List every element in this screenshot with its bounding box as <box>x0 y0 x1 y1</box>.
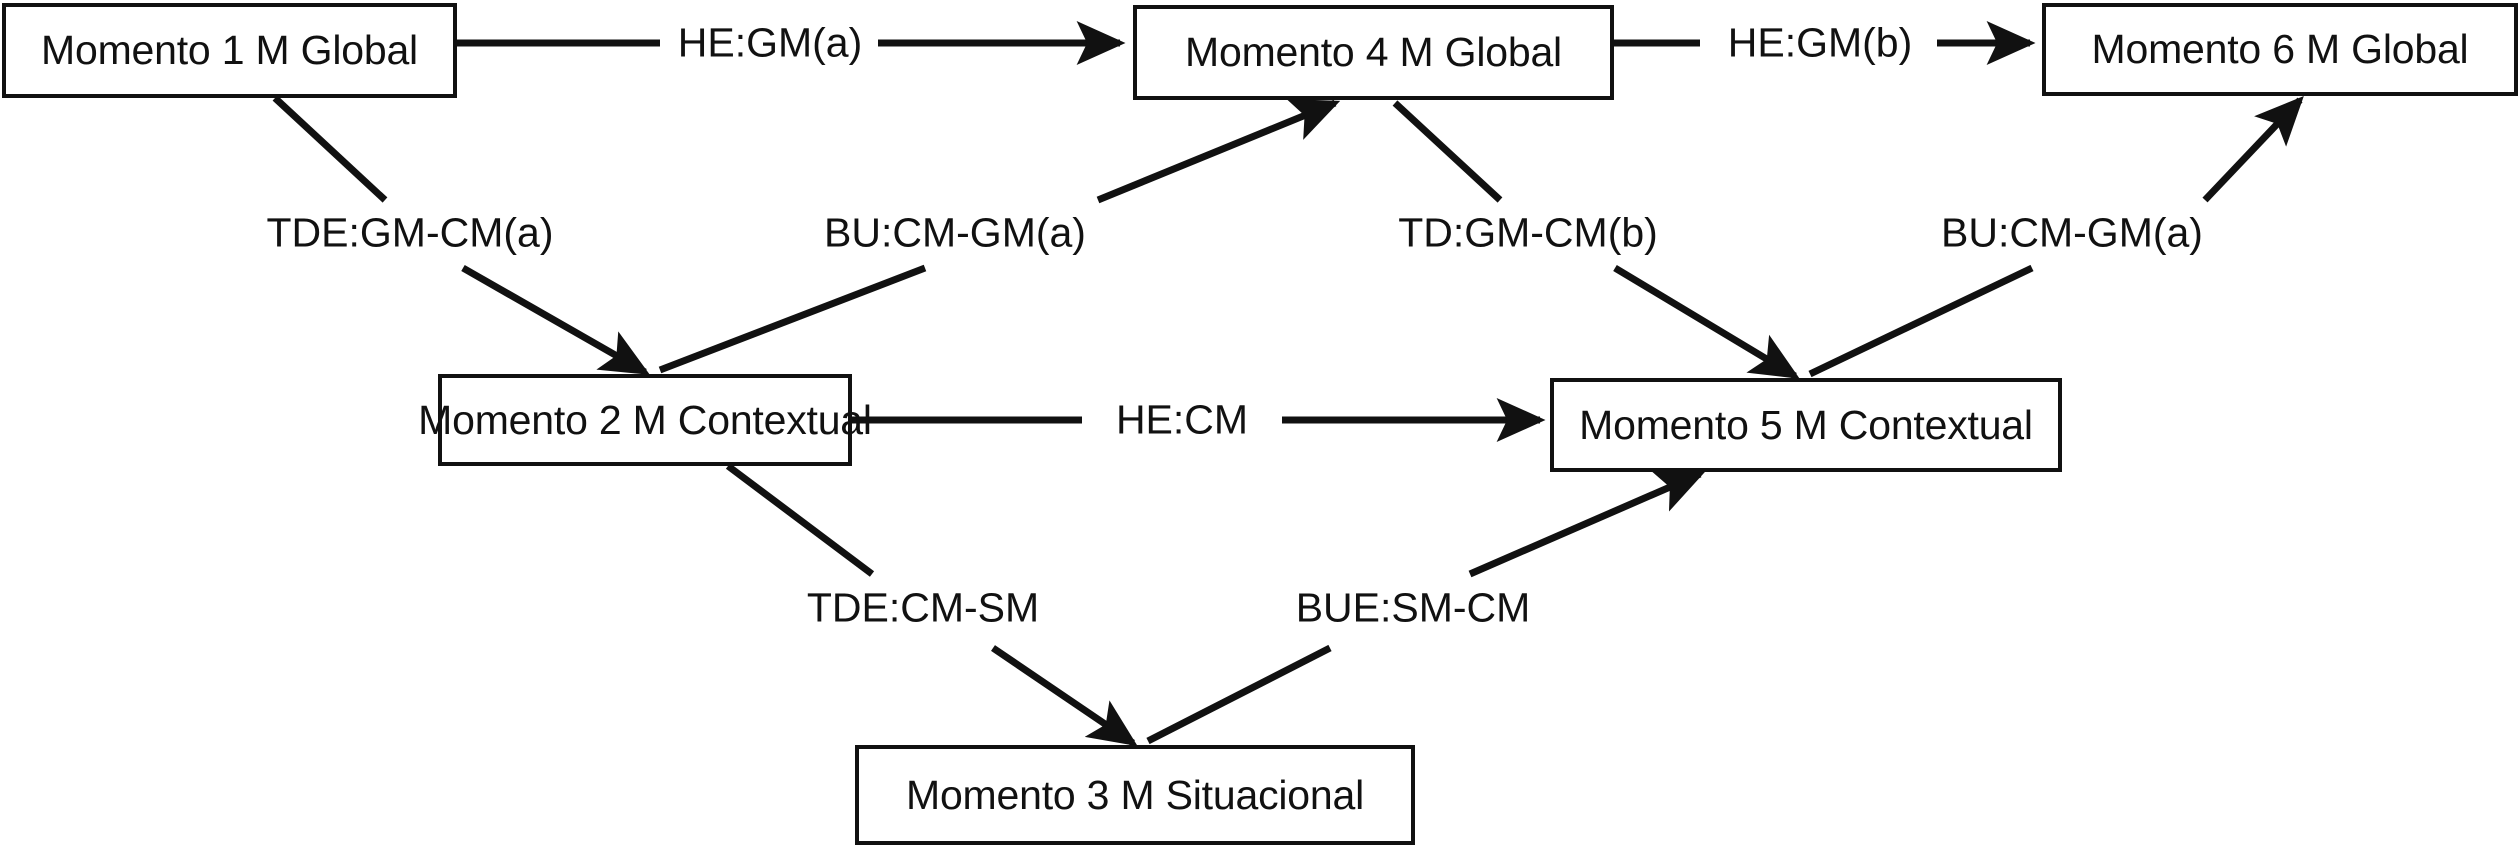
edge-label-he-cm: HE:CM <box>1109 399 1255 441</box>
node-momento-1[interactable]: Momento 1 M Global <box>2 3 457 98</box>
edge-label-bu-cm-gm-a-right: BU:CM-GM(a) <box>1935 212 2209 254</box>
edge-bu-cm-gm-a-left <box>658 99 1341 374</box>
node-momento-4[interactable]: Momento 4 M Global <box>1133 5 1614 100</box>
edge-bu-cm-gm-a-right <box>1808 95 2304 378</box>
node-momento-5-label: Momento 5 M Contextual <box>1579 401 2033 448</box>
node-momento-1-label: Momento 1 M Global <box>41 27 418 73</box>
node-momento-6[interactable]: Momento 6 M Global <box>2042 3 2518 96</box>
node-momento-2-label: Momento 2 M Contextual <box>418 396 872 443</box>
edge-tde-cm-sm <box>725 463 1138 747</box>
edge-bue-sm-cm <box>1146 470 1706 745</box>
edge-label-he-gm-b: HE:GM(b) <box>1721 22 1919 64</box>
node-momento-3[interactable]: Momento 3 M Situacional <box>855 745 1415 845</box>
edge-tde-gm-cm-a <box>272 95 650 376</box>
edge-label-he-gm-a: HE:GM(a) <box>671 22 869 64</box>
edge-label-bu-cm-gm-a-left: BU:CM-GM(a) <box>818 212 1092 254</box>
edge-label-tde-cm-sm: TDE:CM-SM <box>800 587 1046 629</box>
node-momento-5[interactable]: Momento 5 M Contextual <box>1550 378 2062 472</box>
node-momento-2[interactable]: Momento 2 M Contextual <box>418 374 872 466</box>
edge-label-bue-sm-cm: BUE:SM-CM <box>1289 587 1537 629</box>
node-momento-3-label: Momento 3 M Situacional <box>905 771 1364 818</box>
edge-label-tde-gm-cm-a: TDE:GM-CM(a) <box>260 212 560 254</box>
node-momento-4-label: Momento 4 M Global <box>1185 29 1562 75</box>
edge-label-td-gm-cm-b: TD:GM-CM(b) <box>1392 212 1664 254</box>
edge-td-gm-cm-b <box>1392 100 1800 380</box>
node-momento-6-label: Momento 6 M Global <box>2091 26 2469 72</box>
